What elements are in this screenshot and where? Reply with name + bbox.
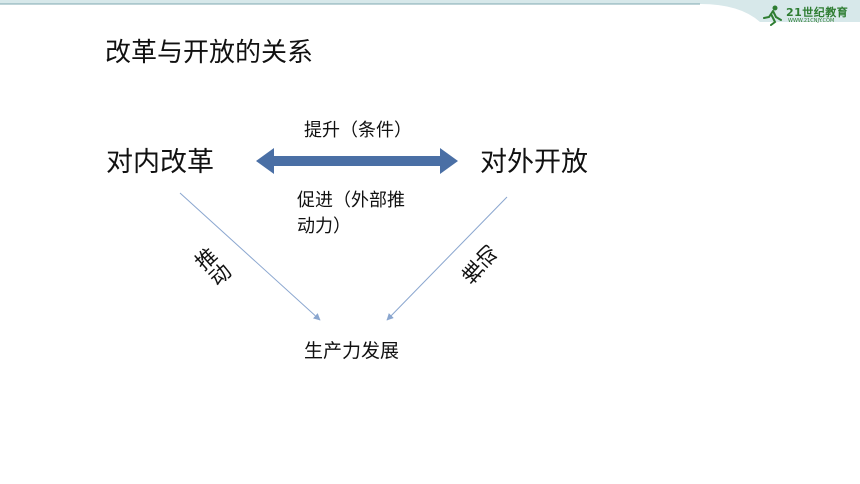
logo-text: 21世纪教育 (786, 6, 849, 19)
label-promote-line2: 动力） (297, 216, 351, 237)
node-productivity: 生产力发展 (304, 340, 400, 362)
logo-subtext: WWW.21CNJY.COM (788, 18, 835, 24)
double-arrow (256, 148, 458, 174)
label-promote-line1: 促进（外部推 (297, 190, 405, 211)
right-push-arrow (386, 196, 508, 321)
node-opening: 对外开放 (480, 147, 588, 178)
top-band (0, 0, 860, 22)
runner-icon (763, 5, 782, 26)
brand-logo: 21世纪教育 WWW.21CNJY.COM (762, 2, 848, 28)
left-push-arrow (179, 192, 321, 321)
node-reform: 对内改革 (106, 147, 214, 178)
label-upgrade: 提升（条件） (304, 120, 412, 141)
slide-title: 改革与开放的关系 (105, 38, 314, 68)
